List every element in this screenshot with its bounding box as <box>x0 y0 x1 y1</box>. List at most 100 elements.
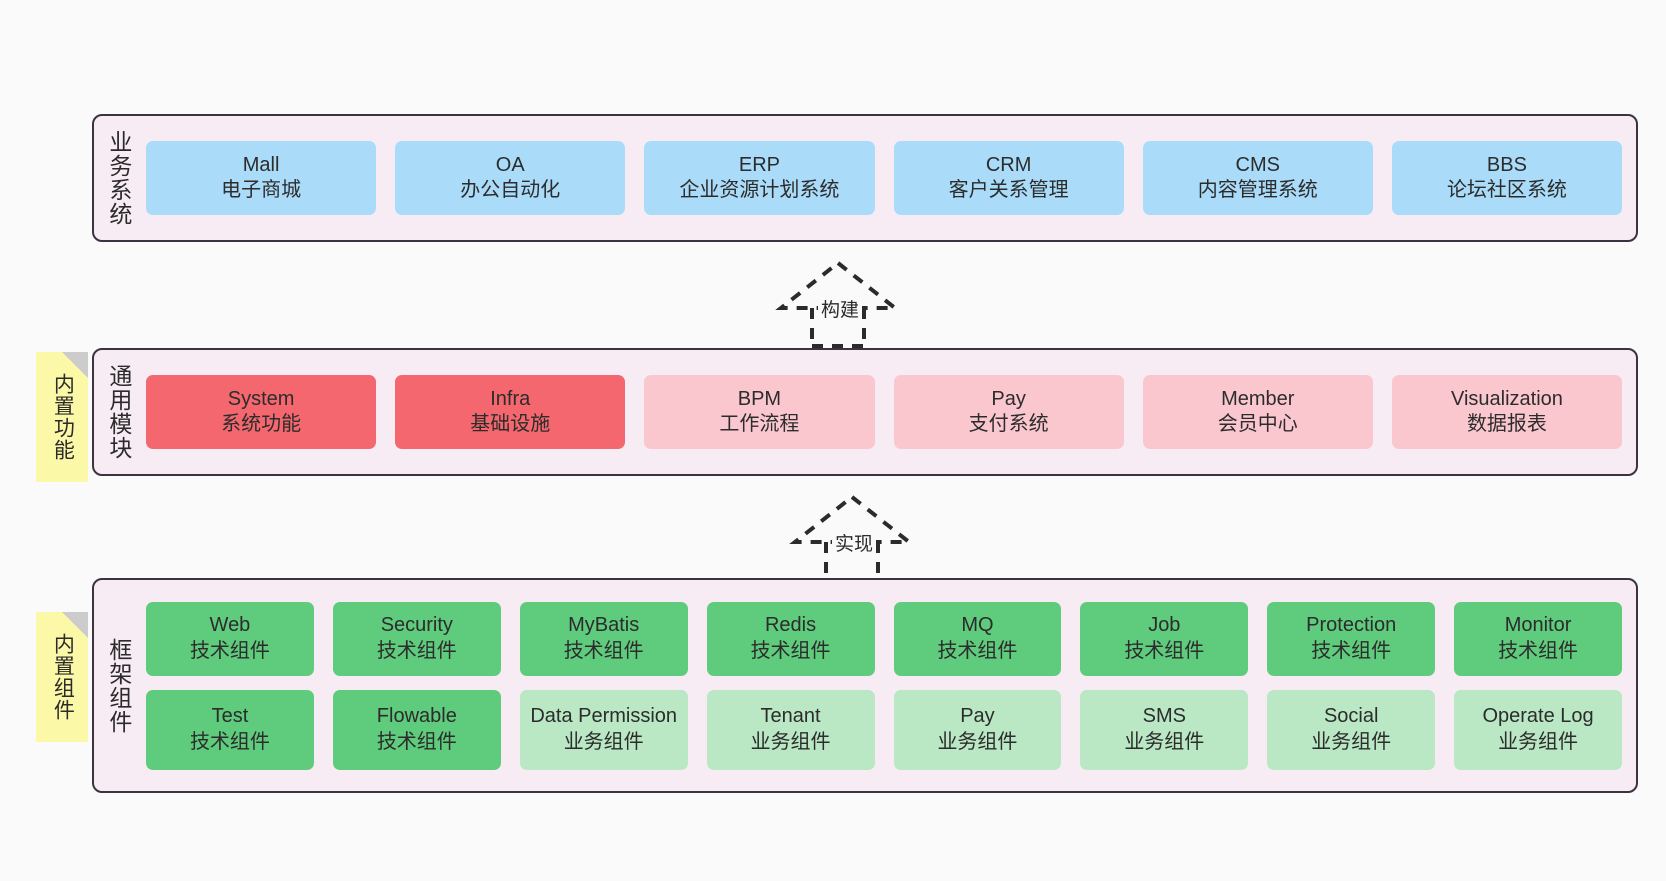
node-mybatis[interactable]: MyBatis 技术组件 <box>519 601 688 676</box>
node-title: Pay <box>991 387 1026 410</box>
node-infra[interactable]: Infra 基础设施 <box>395 375 626 449</box>
note-label: 内置功能 <box>51 373 75 461</box>
node-protection[interactable]: Protection 技术组件 <box>1267 601 1436 676</box>
layer-business-system-label: 业务系统 <box>105 130 132 226</box>
node-title: BPM <box>737 387 782 410</box>
note-built-in-feature: 内置功能 <box>36 352 88 482</box>
note-label: 内置组件 <box>51 633 75 721</box>
node-subtitle: 技术组件 <box>376 730 457 753</box>
node-system[interactable]: System 系统功能 <box>146 375 377 449</box>
node-subtitle: 技术组件 <box>1498 639 1579 662</box>
node-title: OA <box>495 153 525 176</box>
node-subtitle: 数据报表 <box>1466 413 1547 435</box>
node-title: Job <box>1148 614 1181 637</box>
node-subtitle: 电子商城 <box>221 179 302 201</box>
node-subtitle: 工作流程 <box>719 413 800 435</box>
node-title: Data Permission <box>530 705 678 728</box>
node-operate-log[interactable]: Operate Log 业务组件 <box>1454 689 1622 770</box>
node-member[interactable]: Member 会员中心 <box>1142 375 1373 449</box>
row: Mall 电子商城 OA 办公自动化 ERP 企业资源计划系统 CRM 客户关系… <box>146 141 1623 215</box>
node-subtitle: 办公自动化 <box>460 179 561 201</box>
node-pay-business[interactable]: Pay 业务组件 <box>893 689 1062 770</box>
node-title: Mall <box>242 153 280 176</box>
layer-business-system-body: Mall 电子商城 OA 办公自动化 ERP 企业资源计划系统 CRM 客户关系… <box>142 116 1636 240</box>
node-title: CRM <box>985 153 1032 176</box>
node-subtitle: 系统功能 <box>221 413 302 435</box>
note-built-in-component: 内置组件 <box>36 612 88 742</box>
node-title: Test <box>211 705 249 728</box>
node-data-permission[interactable]: Data Permission 业务组件 <box>519 689 688 770</box>
node-pay[interactable]: Pay 支付系统 <box>893 375 1124 449</box>
node-title: Pay <box>960 705 995 728</box>
node-subtitle: 业务组件 <box>750 730 831 753</box>
node-subtitle: 技术组件 <box>189 730 270 753</box>
node-bbs[interactable]: BBS 论坛社区系统 <box>1391 141 1623 215</box>
node-cms[interactable]: CMS 内容管理系统 <box>1142 141 1373 215</box>
node-subtitle: 业务组件 <box>937 730 1018 753</box>
node-job[interactable]: Job 技术组件 <box>1080 601 1249 676</box>
node-subtitle: 业务组件 <box>563 730 644 753</box>
node-title: MQ <box>961 614 994 637</box>
node-subtitle: 技术组件 <box>750 639 831 662</box>
node-security[interactable]: Security 技术组件 <box>332 601 501 676</box>
node-visualization[interactable]: Visualization 数据报表 <box>1391 375 1623 449</box>
node-subtitle: 企业资源计划系统 <box>679 179 840 201</box>
node-subtitle: 业务组件 <box>1498 730 1579 753</box>
node-subtitle: 技术组件 <box>1124 639 1205 662</box>
node-title: Visualization <box>1450 387 1563 410</box>
row: Test 技术组件 Flowable 技术组件 Data Permission … <box>146 689 1622 770</box>
node-sms[interactable]: SMS 业务组件 <box>1080 689 1249 770</box>
node-bpm[interactable]: BPM 工作流程 <box>644 375 875 449</box>
node-title: CMS <box>1235 153 1280 176</box>
node-subtitle: 业务组件 <box>1124 730 1205 753</box>
node-title: Tenant <box>760 705 821 728</box>
layer-framework-component-body: Web 技术组件 Security 技术组件 MyBatis 技术组件 Redi… <box>142 580 1636 791</box>
node-title: Social <box>1323 705 1379 728</box>
connector-implement-label: 实现 <box>832 529 877 556</box>
node-erp[interactable]: ERP 企业资源计划系统 <box>644 141 875 215</box>
layer-common-module-label: 通用模块 <box>105 364 132 460</box>
node-subtitle: 内容管理系统 <box>1197 179 1318 201</box>
layer-framework-component-label: 框架组件 <box>105 637 132 734</box>
row: Web 技术组件 Security 技术组件 MyBatis 技术组件 Redi… <box>146 601 1622 676</box>
row: System 系统功能 Infra 基础设施 BPM 工作流程 Pay 支付系统… <box>146 375 1623 449</box>
node-tenant[interactable]: Tenant 业务组件 <box>706 689 875 770</box>
layer-common-module-body: System 系统功能 Infra 基础设施 BPM 工作流程 Pay 支付系统… <box>142 350 1636 474</box>
node-subtitle: 技术组件 <box>376 639 457 662</box>
layer-common-module: 通用模块 System 系统功能 Infra 基础设施 BPM 工作流程 Pay… <box>92 348 1638 476</box>
node-subtitle: 技术组件 <box>563 639 644 662</box>
node-redis[interactable]: Redis 技术组件 <box>706 601 875 676</box>
node-title: Member <box>1221 387 1295 410</box>
node-title: ERP <box>738 153 780 176</box>
node-oa[interactable]: OA 办公自动化 <box>395 141 626 215</box>
node-title: Redis <box>764 614 817 637</box>
node-subtitle: 会员中心 <box>1217 413 1298 435</box>
layer-framework-component: 框架组件 Web 技术组件 Security 技术组件 MyBatis 技术组件… <box>92 578 1638 793</box>
node-subtitle: 支付系统 <box>968 413 1049 435</box>
layer-business-system: 业务系统 Mall 电子商城 OA 办公自动化 ERP 企业资源计划系统 CRM… <box>92 114 1638 242</box>
connector-build: 构建 <box>760 258 910 348</box>
node-flowable[interactable]: Flowable 技术组件 <box>332 689 501 770</box>
node-title: MyBatis <box>568 614 640 637</box>
node-subtitle: 客户关系管理 <box>948 179 1069 201</box>
node-title: BBS <box>1486 153 1527 176</box>
node-title: Infra <box>490 387 531 410</box>
node-title: Security <box>380 614 453 637</box>
node-subtitle: 论坛社区系统 <box>1446 179 1567 201</box>
node-crm[interactable]: CRM 客户关系管理 <box>893 141 1124 215</box>
node-title: System <box>227 387 295 410</box>
node-social[interactable]: Social 业务组件 <box>1267 689 1436 770</box>
node-mq[interactable]: MQ 技术组件 <box>893 601 1062 676</box>
node-mall[interactable]: Mall 电子商城 <box>146 141 377 215</box>
node-subtitle: 技术组件 <box>937 639 1018 662</box>
node-title: Protection <box>1306 614 1397 637</box>
node-title: Monitor <box>1504 614 1572 637</box>
connector-implement: 实现 <box>774 492 924 582</box>
node-subtitle: 基础设施 <box>470 413 551 435</box>
node-monitor[interactable]: Monitor 技术组件 <box>1454 601 1622 676</box>
node-test[interactable]: Test 技术组件 <box>146 689 314 770</box>
node-title: Web <box>209 614 251 637</box>
node-subtitle: 技术组件 <box>1311 639 1392 662</box>
connector-build-label: 构建 <box>818 295 863 322</box>
node-web[interactable]: Web 技术组件 <box>146 601 314 676</box>
